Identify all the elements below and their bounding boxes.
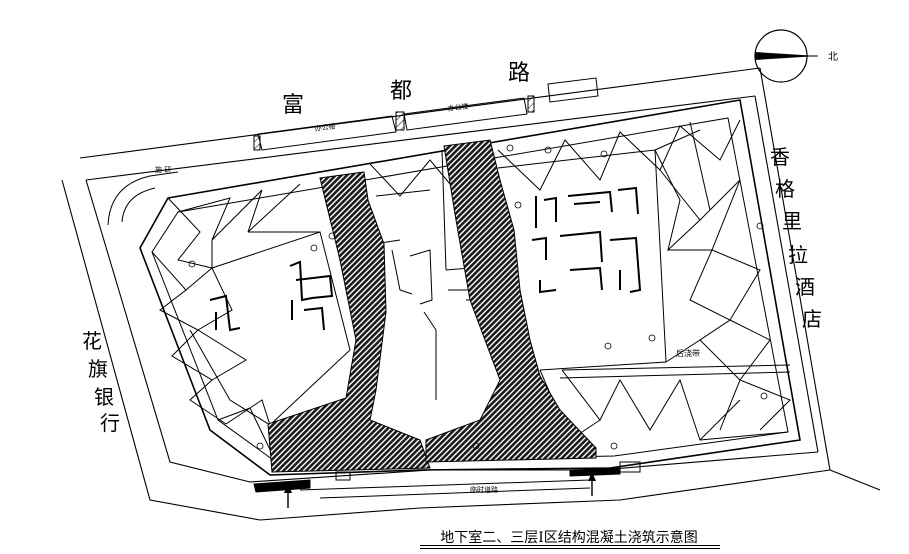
pour-zone-right [425, 139, 597, 463]
road-top-char-2: 都 [390, 79, 412, 104]
north-label: 北 [828, 51, 838, 63]
road-left-char-2: 旗 [88, 357, 108, 381]
drawing-caption: 地下室二、三层Ⅰ区结构混凝土浇筑示意图 [440, 530, 698, 546]
bottom-strip [253, 461, 641, 499]
road-boundaries [61, 67, 881, 521]
office-label-left: 办公楼 [314, 121, 336, 132]
road-right-char-6: 店 [802, 307, 822, 331]
road-left-char-1: 花 [82, 329, 102, 353]
bottom-strip-label: 临时道路 [470, 485, 498, 494]
road-top-char-1: 富 [282, 93, 304, 118]
right-core-walls [531, 186, 642, 294]
small-building-label: 施 研 [155, 165, 171, 174]
entrance-curve [107, 171, 179, 226]
top-office-buildings [253, 77, 599, 151]
caption-underline [420, 545, 720, 547]
road-right-char-3: 里 [782, 209, 802, 233]
gate-arrow-right-icon [588, 472, 596, 496]
gate-arrow-left-icon [284, 484, 292, 508]
road-right-char-4: 拉 [788, 243, 808, 267]
column-markers [188, 144, 768, 450]
road-right-char-1: 香 [770, 145, 790, 169]
road-right-char-2: 格 [775, 177, 795, 201]
road-left-char-4: 行 [100, 411, 120, 435]
right-zone-line [497, 149, 667, 371]
caption-underline-2 [420, 548, 720, 550]
post-pour-label: 后浇带 [676, 348, 700, 358]
north-arrow-icon [754, 29, 818, 83]
road-left-char-3: 银 [94, 385, 114, 409]
pour-zone-left [267, 171, 431, 473]
road-right-char-5: 酒 [795, 275, 815, 299]
road-top-char-3: 路 [508, 61, 530, 86]
support-bracing [151, 119, 791, 463]
left-core-walls [209, 260, 334, 332]
office-label-right: 办公楼 [447, 101, 469, 112]
basement-outline [139, 99, 801, 476]
left-zone-line [189, 231, 351, 426]
